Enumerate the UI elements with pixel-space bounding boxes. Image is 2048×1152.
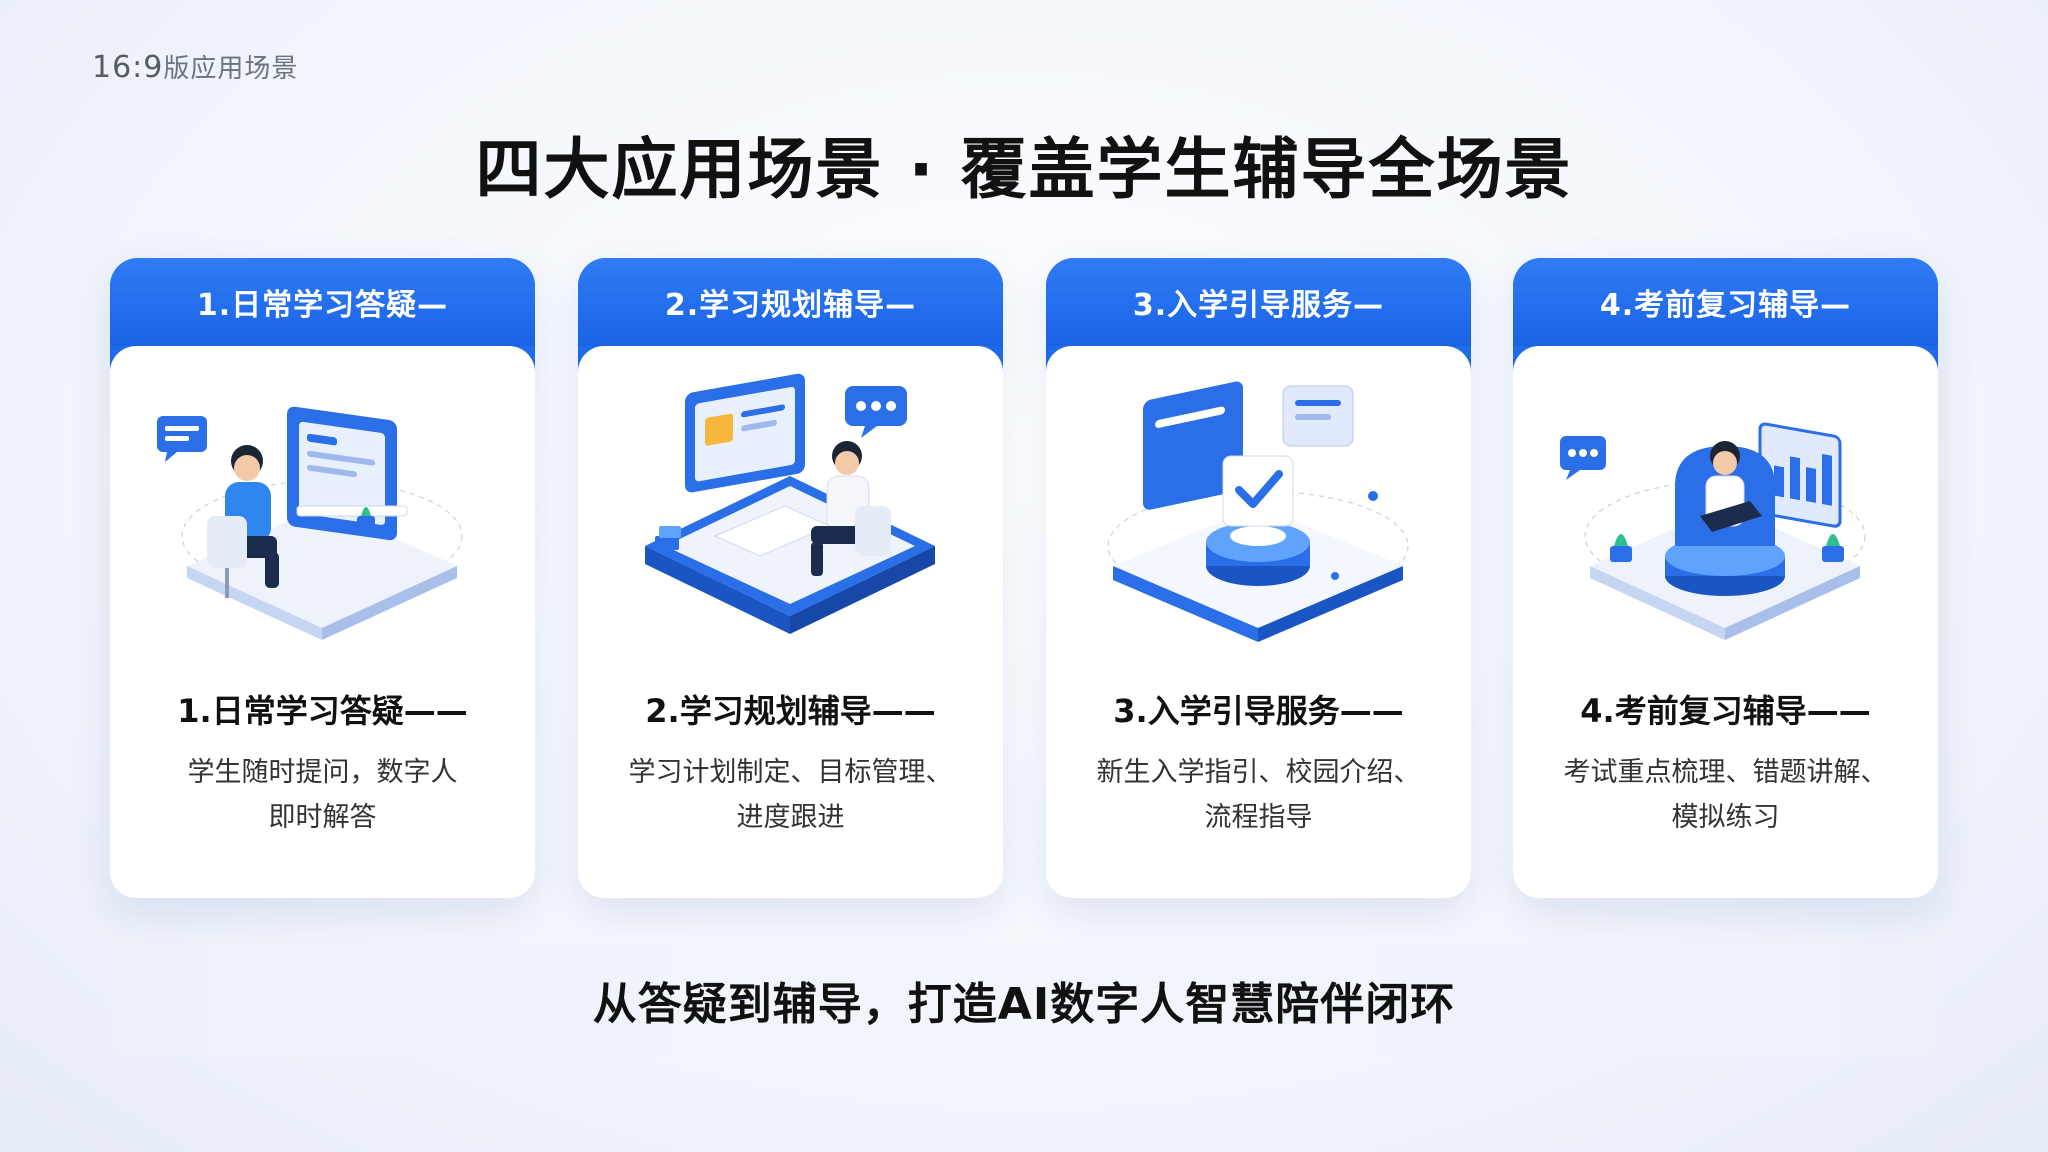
checkmark-platform-illustration [1107,381,1409,642]
scenario-card-3: 3.入学引导服务— 3.入学引导服务—— [1046,258,1471,898]
card-subtitle: 2.学习规划辅导—— [645,692,936,730]
card-desc-line: 模拟练习 [1671,802,1780,833]
scenario-cards: 1.日常学习答疑— [110,258,1938,898]
card-subtitle: 3.入学引导服务—— [1113,692,1404,730]
corner-label: 16:9版应用场景 [92,48,298,85]
card-desc-line: 即时解答 [268,802,377,833]
banner-text: 从答疑到辅导，打造AI数字人智慧陪伴闭环 [592,979,1456,1030]
corner-label-text: 版应用场景 [163,54,299,84]
card-desc-line: 学生随时提问，数字人 [187,757,458,788]
card-description: 考试重点梳理、错题讲解、 模拟练习 [1553,750,1898,840]
ratio-label: 16:9 [92,50,164,85]
card-subtitle: 4.考前复习辅导—— [1580,692,1871,730]
card-body: 4.考前复习辅导—— 考试重点梳理、错题讲解、 模拟练习 [1513,346,1938,898]
card-header: 4.考前复习辅导— [1513,258,1938,346]
student-with-laptop-illustration [1560,422,1866,640]
card-desc-line: 考试重点梳理、错题讲解、 [1563,757,1888,788]
card-desc-line: 进度跟进 [736,802,845,833]
card-desc-line: 学习计划制定、目标管理、 [628,757,953,788]
card-desc-line: 新生入学指引、校园介绍、 [1096,757,1421,788]
card-header: 1.日常学习答疑— [110,258,535,346]
card-subtitle: 1.日常学习答疑—— [177,692,468,730]
card-body: 3.入学引导服务—— 新生入学指引、校园介绍、 流程指导 [1046,346,1471,898]
student-at-computer-illustration [645,373,935,634]
card-description: 学生随时提问，数字人 即时解答 [150,750,495,840]
scenario-card-1: 1.日常学习答疑— [110,258,535,898]
summary-banner: 从答疑到辅导，打造AI数字人智慧陪伴闭环 [110,944,1938,1056]
card-header: 2.学习规划辅导— [578,258,1003,346]
card-desc-line: 流程指导 [1204,802,1313,833]
scenario-card-4: 4.考前复习辅导— [1513,258,1938,898]
card-header: 3.入学引导服务— [1046,258,1471,346]
page-title: 四大应用场景 · 覆盖学生辅导全场景 [475,131,1573,208]
student-at-desk-illustration [157,406,463,640]
card-body: 1.日常学习答疑—— 学生随时提问，数字人 即时解答 [110,346,535,898]
card-description: 学习计划制定、目标管理、 进度跟进 [618,750,963,840]
card-body: 2.学习规划辅导—— 学习计划制定、目标管理、 进度跟进 [578,346,1003,898]
scenario-card-2: 2.学习规划辅导— [578,258,1003,898]
card-description: 新生入学指引、校园介绍、 流程指导 [1086,750,1431,840]
